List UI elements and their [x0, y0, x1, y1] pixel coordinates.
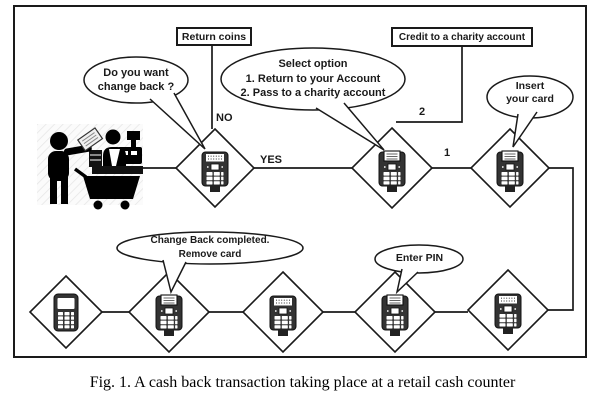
- bubble-line: 1. Return to your Account: [245, 72, 381, 85]
- bubble-text-select-option: Select option 1. Return to your Account …: [223, 57, 403, 101]
- bubble-line: 2. Pass to a charity account: [240, 87, 386, 99]
- pos-terminal-card-icon: [496, 150, 524, 193]
- flow-box-credit-charity: Credit to a charity account: [391, 27, 533, 47]
- speech-bubble-select-option: [220, 47, 406, 151]
- bubble-line: change back ?: [97, 81, 175, 93]
- flow-connectors: [102, 44, 574, 313]
- bubble-line: your card: [506, 93, 554, 105]
- bubble-text-change-done: Change Back completed. Remove card: [120, 234, 300, 262]
- counter: [92, 166, 143, 174]
- pos-terminal-card-icon: [155, 294, 183, 337]
- pos-terminal-receipt-icon: [494, 293, 522, 335]
- bubble-line: Change Back completed.: [150, 235, 270, 246]
- speech-bubble-enter-pin: [374, 244, 464, 295]
- pos-terminal-card-icon: [381, 294, 409, 337]
- shopping-cart-icon: [73, 167, 140, 210]
- edge-label-no: NO: [216, 112, 233, 124]
- pos-terminal-receipt-icon: [201, 151, 229, 193]
- edge-label-1: 1: [444, 147, 451, 159]
- goods-stack: [89, 150, 102, 167]
- bubble-line: Do you want: [103, 67, 169, 79]
- edge-label-2: 2: [419, 106, 426, 118]
- flow-box-return-coins: Return coins: [176, 27, 252, 46]
- edge-label-yes: YES: [260, 154, 283, 166]
- speech-bubble-insert-card: [486, 75, 574, 148]
- speech-bubble-change-question: [83, 56, 206, 150]
- bubble-line: Insert: [515, 80, 545, 92]
- cashier-silhouette: [103, 129, 126, 168]
- bubble-text-enter-pin: Enter PIN: [377, 252, 462, 265]
- bubble-line: Enter PIN: [395, 252, 444, 264]
- bubble-text-change-question: Do you want change back ?: [84, 66, 188, 94]
- figure-caption: Fig. 1. A cash back transaction taking p…: [89, 374, 516, 391]
- pos-terminal-plain-icon: [53, 293, 79, 332]
- bubble-line: Remove card: [178, 249, 242, 260]
- return-coins-label: Return coins: [181, 30, 247, 43]
- checkout-scene: [37, 124, 143, 210]
- pos-terminal-receipt-icon: [269, 295, 297, 337]
- credit-charity-label: Credit to a charity account: [398, 31, 526, 43]
- pos-terminal-card-icon: [378, 150, 406, 193]
- bubble-line: Select option: [278, 58, 348, 70]
- edge-d3-to-bottom: [548, 167, 574, 311]
- speech-bubbles: [83, 47, 574, 295]
- edge-option2-charity: [396, 45, 463, 123]
- bubble-text-insert-card: Insert your card: [496, 80, 564, 106]
- speech-bubble-change-done: [116, 231, 304, 295]
- banknote-icon: [76, 127, 104, 152]
